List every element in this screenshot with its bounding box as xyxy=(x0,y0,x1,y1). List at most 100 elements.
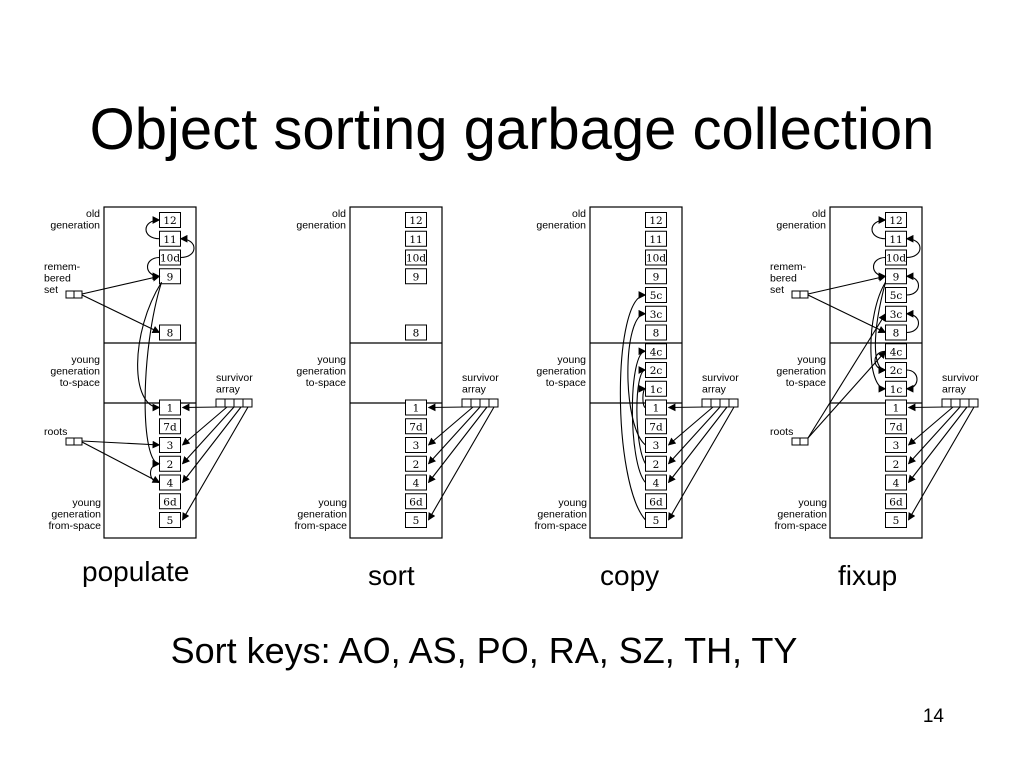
from-space-object-2-label: 2 xyxy=(413,459,420,471)
old-object-8-label: 8 xyxy=(893,328,900,340)
old-generation-label: old xyxy=(332,208,346,220)
survivor-array-label: array xyxy=(942,384,967,396)
old-generation-label: old xyxy=(812,208,826,220)
old-generation-label: generation xyxy=(296,220,346,232)
from-space-object-7d-label: 7d xyxy=(163,421,177,433)
from-space-object-3-label: 3 xyxy=(893,440,900,452)
object-reference xyxy=(149,459,161,484)
to-space-object-2c-label: 2c xyxy=(890,365,903,377)
caption-populate: populate xyxy=(82,556,190,587)
object-reference xyxy=(145,216,161,240)
object-reference xyxy=(144,282,163,468)
survivor-pointer xyxy=(907,403,947,412)
object-reference xyxy=(179,234,195,259)
survivor-pointer xyxy=(668,406,728,484)
survivor-pointer xyxy=(427,403,467,412)
survivor-pointer xyxy=(182,406,249,521)
survivor-array-slot xyxy=(224,398,235,408)
from-space-object-5-label: 5 xyxy=(653,515,660,527)
young-to-space-label: to-space xyxy=(546,377,586,389)
heap-region xyxy=(349,206,443,539)
from-space-object-7d-label: 7d xyxy=(889,421,903,433)
from-space-object-7d xyxy=(885,418,907,435)
from-space-object-7d-label: 7d xyxy=(409,421,423,433)
from-space-object-4-label: 4 xyxy=(653,478,660,490)
from-space-object-5-label: 5 xyxy=(893,515,900,527)
remembered-set-pointer xyxy=(807,274,887,295)
remembered-set-box xyxy=(791,290,801,299)
survivor-pointer xyxy=(181,406,228,446)
copy-arrow xyxy=(631,347,647,483)
survivor-pointer xyxy=(667,406,714,446)
to-space-object-2c-label: 2c xyxy=(650,365,663,377)
young-from-space-label: young xyxy=(72,497,101,509)
survivor-pointer xyxy=(667,406,721,465)
from-space-object-5 xyxy=(885,512,907,528)
object-reference xyxy=(872,256,887,281)
from-space-object-1-label: 1 xyxy=(653,403,660,415)
survivor-array-label: array xyxy=(462,384,487,396)
survivor-pointer xyxy=(182,406,242,484)
young-from-space-label: from-space xyxy=(294,520,347,532)
young-from-space-label: young xyxy=(318,497,347,509)
roots-box xyxy=(799,437,809,446)
young-to-space-label: generation xyxy=(776,366,826,378)
heap-region xyxy=(829,206,923,539)
survivor-array-label: survivor xyxy=(942,372,979,384)
root-pointer xyxy=(81,441,161,483)
old-object-9-label: 9 xyxy=(413,271,420,283)
from-space-object-3-label: 3 xyxy=(167,440,174,452)
survivor-array-slot xyxy=(470,398,481,408)
young-to-space-label: to-space xyxy=(786,377,826,389)
young-from-space-label: from-space xyxy=(534,520,587,532)
survivor-pointer xyxy=(427,406,474,446)
page-number: 14 xyxy=(922,706,944,727)
object-reference xyxy=(905,234,921,259)
object-reference xyxy=(137,281,162,412)
panel-populate: oldgenerationyounggenerationto-spaceyoun… xyxy=(44,206,253,539)
survivor-array-slot xyxy=(968,398,979,408)
old-object-5c-label: 5c xyxy=(650,290,663,302)
from-space-object-6d xyxy=(885,493,907,510)
remembered-set-label: bered xyxy=(770,273,797,285)
old-object-8-label: 8 xyxy=(413,328,420,340)
root-pointer xyxy=(81,440,161,449)
remembered-set-box xyxy=(65,290,75,299)
from-space-object-5-label: 5 xyxy=(413,515,420,527)
from-space-object-2 xyxy=(405,455,427,472)
old-object-11 xyxy=(405,230,427,247)
from-space-object-7d xyxy=(645,418,667,435)
from-space-object-6d-label: 6d xyxy=(163,496,177,508)
survivor-array-slot xyxy=(728,398,739,408)
old-object-8-label: 8 xyxy=(167,328,174,340)
remembered-set-label: remem- xyxy=(44,261,81,273)
object-reference xyxy=(905,272,920,296)
young-to-space-label: generation xyxy=(536,366,586,378)
survivor-array-slot xyxy=(488,398,499,408)
young-to-space-label: generation xyxy=(296,366,346,378)
from-space-object-3-label: 3 xyxy=(413,440,420,452)
old-object-12-label: 12 xyxy=(409,215,422,227)
survivor-array-slot xyxy=(719,398,730,408)
remembered-set-pointer xyxy=(81,274,161,295)
survivor-array-slot xyxy=(941,398,952,408)
survivor-pointer xyxy=(908,406,975,521)
survivor-array-slot xyxy=(215,398,226,408)
young-from-space-label: young xyxy=(798,497,827,509)
from-space-object-1 xyxy=(885,399,907,416)
survivor-array-label: array xyxy=(216,384,241,396)
survivor-array-slot xyxy=(710,398,721,408)
from-space-object-4-label: 4 xyxy=(893,478,900,490)
old-object-11-label: 11 xyxy=(409,234,422,246)
object-reference xyxy=(871,216,887,240)
caption-copy: copy xyxy=(600,560,660,591)
survivor-pointer xyxy=(428,406,488,484)
old-generation-label: generation xyxy=(776,220,826,232)
survivor-array-label: array xyxy=(702,384,727,396)
from-space-object-2 xyxy=(885,455,907,472)
survivor-array-label: survivor xyxy=(216,372,253,384)
from-space-object-2-label: 2 xyxy=(653,459,660,471)
to-space-object-4c-label: 4c xyxy=(650,346,663,358)
from-space-object-1-label: 1 xyxy=(893,403,900,415)
remembered-set-pointer xyxy=(81,294,161,333)
